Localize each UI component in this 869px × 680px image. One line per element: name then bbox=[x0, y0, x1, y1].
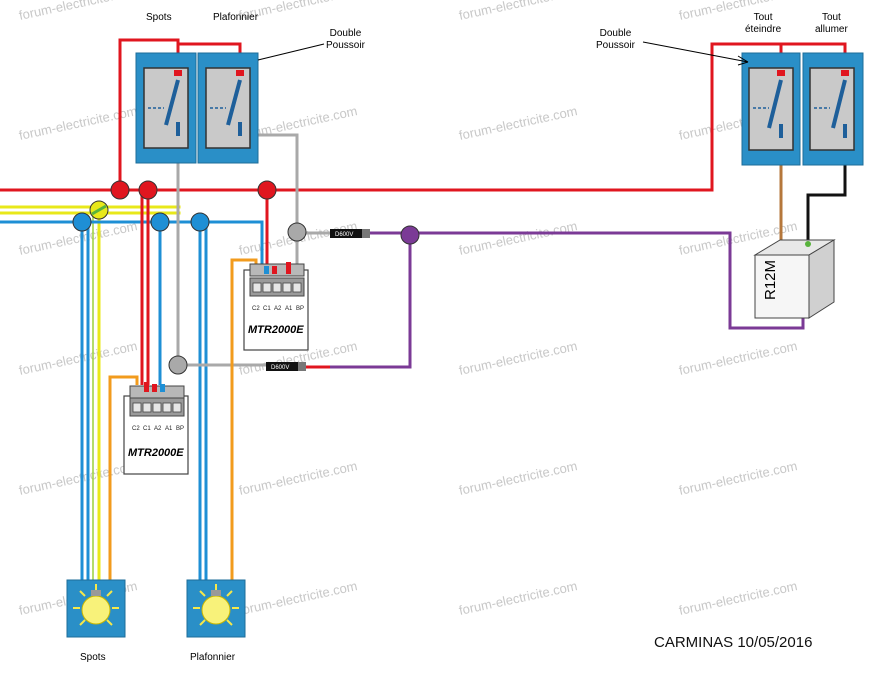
watermark-1-2: forum-electricite.com bbox=[458, 103, 579, 143]
mtr2000e-lower: C2 C1 A2 A1 BP MTR2000E bbox=[123, 382, 189, 475]
r12m-module: R12M bbox=[753, 239, 836, 319]
label-double-poussoir-right: Double Poussoir bbox=[596, 28, 635, 51]
mtr-lower-terminal-3: A1 bbox=[165, 426, 173, 432]
double-pushbutton-left bbox=[135, 52, 259, 164]
mtr-upper-terminal-0: C2 bbox=[252, 306, 260, 312]
diode-top: D600V bbox=[330, 229, 370, 238]
watermark-4-0: forum-electricite.com bbox=[18, 458, 139, 498]
watermark-5-2: forum-electricite.com bbox=[458, 578, 579, 618]
watermark-layer: forum-electricite.com forum-electricite.c… bbox=[18, 0, 799, 618]
watermark-0-2: forum-electricite.com bbox=[458, 0, 579, 23]
mtr2000e-upper: C2 C1 A2 A1 BP MTR2000E bbox=[243, 262, 309, 351]
central-wires bbox=[330, 231, 805, 369]
watermark-4-1: forum-electricite.com bbox=[238, 458, 359, 498]
watermark-0-0: forum-electricite.com bbox=[18, 0, 139, 23]
mtr-lower-terminal-0: C2 bbox=[132, 426, 140, 432]
watermark-2-2: forum-electricite.com bbox=[458, 218, 579, 258]
watermark-3-2: forum-electricite.com bbox=[458, 338, 579, 378]
label-tout-eteindre: Tout éteindre bbox=[745, 12, 782, 35]
label-tout-allumer: Tout allumer bbox=[815, 12, 848, 35]
mtr-lower-label: MTR2000E bbox=[128, 447, 184, 459]
author-credit: CARMINAS 10/05/2016 bbox=[654, 634, 813, 651]
junctions bbox=[72, 180, 420, 375]
watermark-4-2: forum-electricite.com bbox=[458, 458, 579, 498]
mtr-lower-terminal-1: C1 bbox=[143, 426, 151, 432]
label-plafonnier-bottom: Plafonnier bbox=[190, 652, 236, 663]
mtr-upper-terminal-4: BP bbox=[296, 306, 304, 312]
mtr-upper-label: MTR2000E bbox=[248, 324, 304, 336]
r12m-label: R12M bbox=[762, 260, 779, 300]
label-plafonnier-top: Plafonnier bbox=[213, 12, 259, 23]
lamp-spots bbox=[66, 579, 126, 638]
diode-bottom-label: D600V bbox=[271, 365, 289, 371]
watermark-3-0: forum-electricite.com bbox=[18, 338, 139, 378]
label-spots-bottom: Spots bbox=[80, 652, 106, 663]
mtr-upper-terminal-2: A2 bbox=[274, 306, 282, 312]
label-spots-top: Spots bbox=[146, 12, 172, 23]
mtr-upper-terminal-1: C1 bbox=[263, 306, 271, 312]
watermark-3-3: forum-electricite.com bbox=[678, 338, 799, 378]
diode-top-label: D600V bbox=[335, 232, 353, 238]
label-double-poussoir-left: Double Poussoir bbox=[326, 28, 365, 51]
diode-bottom: D600V bbox=[266, 362, 330, 371]
watermark-5-1: forum-electricite.com bbox=[238, 578, 359, 618]
watermark-4-3: forum-electricite.com bbox=[678, 458, 799, 498]
double-pushbutton-right bbox=[741, 52, 864, 166]
mtr-upper-terminal-3: A1 bbox=[285, 306, 293, 312]
mtr-lower-terminal-4: BP bbox=[176, 426, 184, 432]
mtr-lower-terminal-2: A2 bbox=[154, 426, 162, 432]
lamp-plafonnier bbox=[186, 579, 246, 638]
watermark-5-3: forum-electricite.com bbox=[678, 578, 799, 618]
